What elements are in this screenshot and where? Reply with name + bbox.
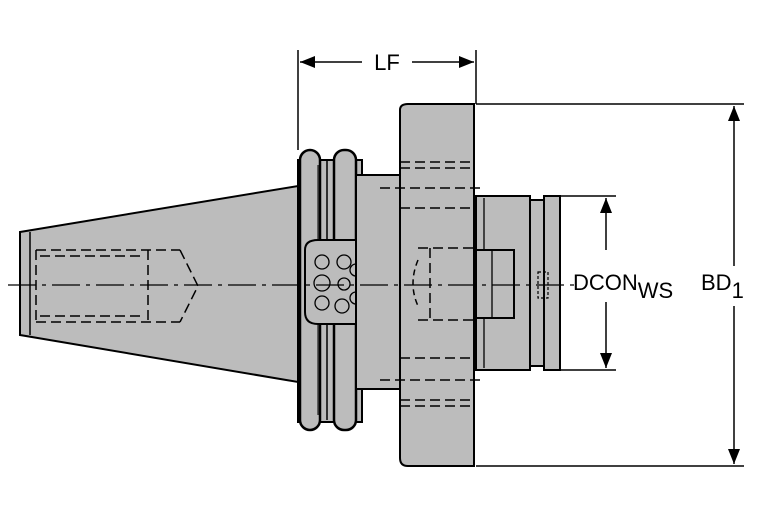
shank-hidden-bore <box>35 249 199 323</box>
label-dcon-sub: WS <box>638 278 673 303</box>
dimension-dcon <box>560 195 616 371</box>
label-lf: LF <box>374 50 400 75</box>
body-hidden-lines <box>380 161 484 407</box>
label-bd-main: BD <box>701 270 732 295</box>
label-bd: BD1 <box>701 270 744 303</box>
pilot-ring-2 <box>543 195 561 371</box>
label-dcon-main: DCON <box>573 270 638 295</box>
taper-shank <box>19 184 299 384</box>
spigot-key <box>475 249 515 319</box>
dimension-bd <box>476 103 744 467</box>
pilot-ring-1 <box>529 199 545 367</box>
dimension-lf <box>297 50 477 150</box>
neck <box>355 174 401 390</box>
label-bd-sub: 1 <box>732 278 744 303</box>
label-dcon: DCONWS <box>573 270 673 303</box>
body-center-bore <box>412 259 419 307</box>
main-body <box>399 103 475 467</box>
